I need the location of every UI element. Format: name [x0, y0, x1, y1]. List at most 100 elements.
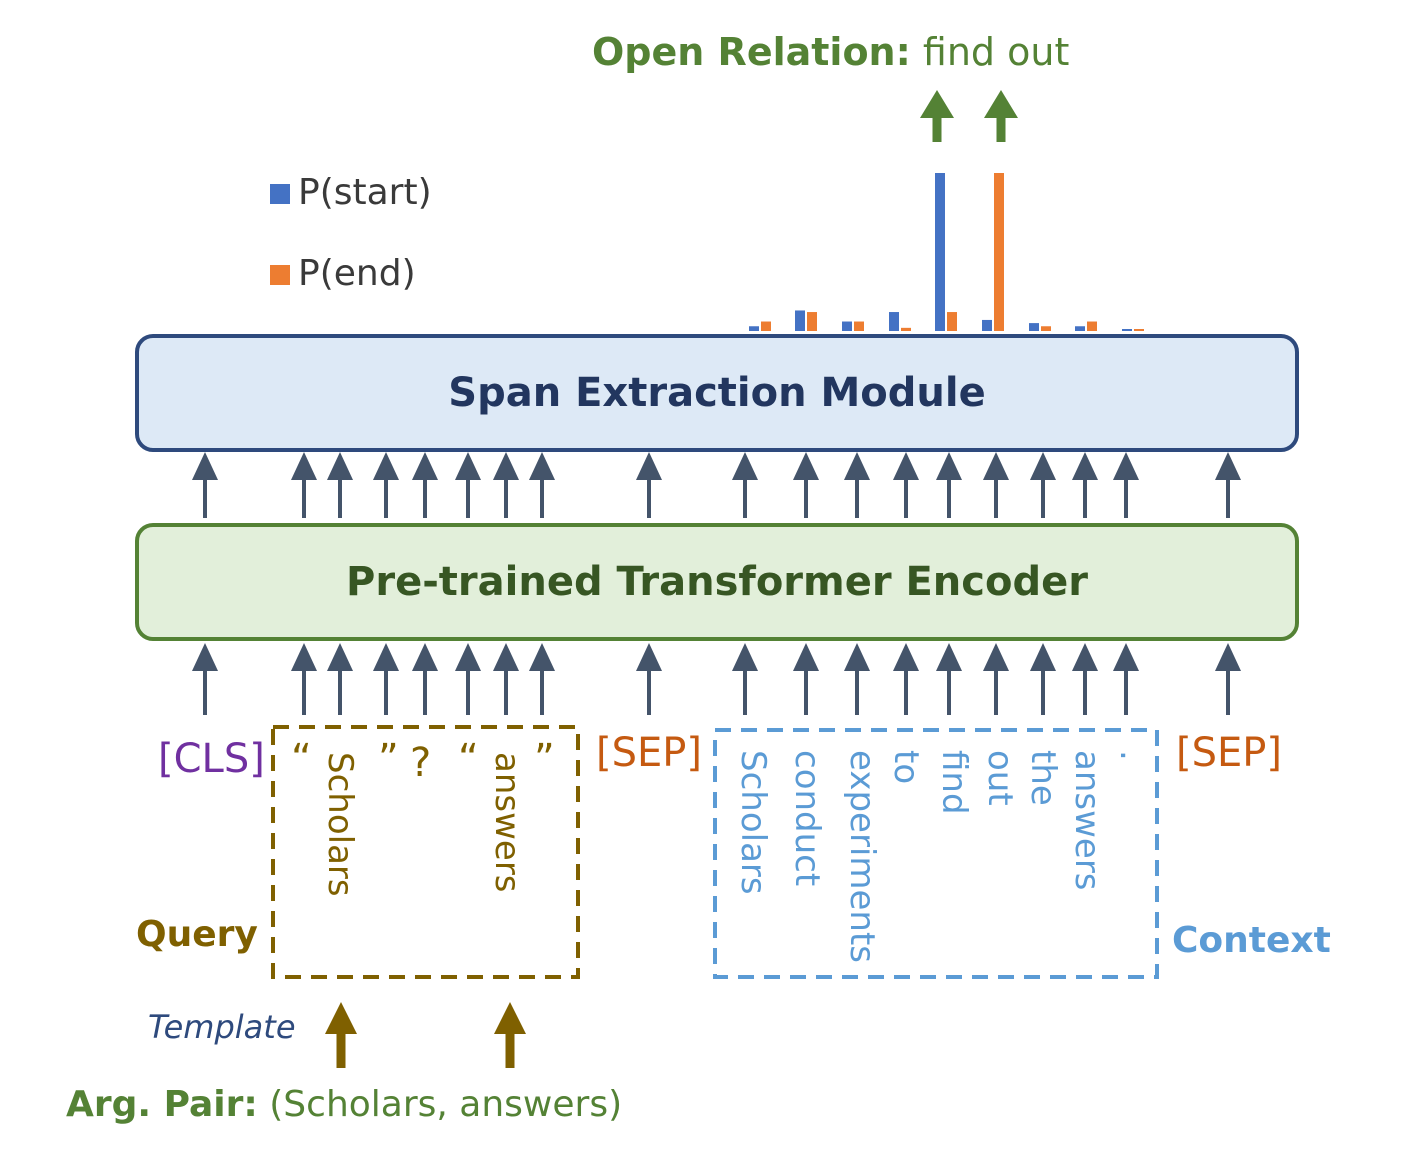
bar-end-3: [901, 327, 911, 331]
token-arrow-upper-10: [793, 452, 819, 518]
token-arrow-upper-18: [1215, 452, 1241, 518]
output-arrow-end: [984, 90, 1018, 142]
token-arrow-lower-0: [192, 643, 218, 715]
arg-pair-line: Arg. Pair: (Scholars, answers): [66, 1084, 622, 1125]
open-relation-label: Open Relation:: [592, 30, 911, 74]
context-token-to: to: [886, 750, 926, 785]
token-arrow-lower-3: [373, 643, 399, 715]
bar-start-6: [1029, 323, 1039, 331]
context-token-conduct: conduct: [787, 750, 827, 887]
context-label: Context: [1172, 920, 1331, 961]
token-arrow-lower-6: [493, 643, 519, 715]
query-question-mark: ?: [410, 740, 432, 786]
query-box: [271, 725, 580, 979]
legend-end-swatch: [270, 265, 290, 285]
token-arrow-lower-11: [844, 643, 870, 715]
bar-start-2: [842, 321, 852, 331]
token-arrow-upper-2: [327, 452, 353, 518]
template-arrow-answers: [494, 1002, 526, 1068]
bar-start-5: [982, 319, 992, 331]
token-arrow-upper-13: [936, 452, 962, 518]
token-arrow-lower-16: [1072, 643, 1098, 715]
token-arrow-lower-5: [455, 643, 481, 715]
token-arrow-lower-1: [291, 643, 317, 715]
context-token-scholars: Scholars: [733, 750, 773, 895]
query-open-quote-1: “: [291, 736, 312, 782]
bar-end-5: [994, 173, 1004, 331]
token-arrow-upper-12: [893, 452, 919, 518]
bar-end-2: [854, 321, 864, 331]
context-token-period: .: [1112, 750, 1152, 761]
bar-end-4: [947, 312, 957, 331]
token-arrow-lower-12: [893, 643, 919, 715]
bar-start-0: [749, 326, 759, 331]
span-extraction-module: Span Extraction Module: [135, 334, 1299, 452]
bar-start-1: [795, 310, 805, 331]
context-box: [713, 728, 1159, 979]
query-token-scholars: Scholars: [320, 752, 360, 897]
token-arrow-lower-15: [1030, 643, 1056, 715]
token-arrows: [192, 452, 1241, 715]
token-arrow-lower-10: [793, 643, 819, 715]
token-arrow-lower-18: [1215, 643, 1241, 715]
token-arrow-upper-7: [529, 452, 555, 518]
open-relation-title: Open Relation: find out: [592, 30, 1069, 74]
arg-pair-value: (Scholars, answers): [269, 1084, 623, 1125]
context-token-out: out: [980, 750, 1020, 806]
legend-end-label: P(end): [298, 253, 416, 294]
bar-start-8: [1122, 329, 1132, 331]
token-arrow-lower-2: [327, 643, 353, 715]
token-arrow-upper-6: [493, 452, 519, 518]
token-arrow-upper-11: [844, 452, 870, 518]
output-arrow-start: [920, 90, 954, 142]
bar-end-7: [1087, 321, 1097, 331]
open-relation-value: find out: [922, 30, 1070, 74]
bar-end-0: [761, 321, 771, 331]
token-arrow-upper-0: [192, 452, 218, 518]
token-arrow-upper-3: [373, 452, 399, 518]
token-arrow-upper-14: [983, 452, 1009, 518]
token-arrow-upper-9: [732, 452, 758, 518]
span-extraction-label: Span Extraction Module: [448, 370, 986, 416]
token-arrow-lower-7: [529, 643, 555, 715]
token-arrow-upper-8: [636, 452, 662, 518]
context-token-the: the: [1023, 750, 1063, 806]
context-token-find: find: [934, 750, 974, 815]
token-arrow-lower-8: [636, 643, 662, 715]
query-close-quote-2: ”: [534, 736, 555, 782]
transformer-encoder-module: Pre-trained Transformer Encoder: [135, 523, 1299, 641]
transformer-encoder-label: Pre-trained Transformer Encoder: [346, 559, 1088, 605]
query-open-quote-2: “: [458, 736, 479, 782]
context-token-experiments: experiments: [842, 750, 882, 963]
bar-start-7: [1075, 326, 1085, 331]
legend-start-swatch: [270, 184, 290, 204]
cls-token: [CLS]: [158, 736, 265, 782]
bar-end-8: [1134, 329, 1144, 331]
token-arrow-upper-1: [291, 452, 317, 518]
token-arrow-lower-4: [412, 643, 438, 715]
query-close-quote-1: ”: [378, 736, 399, 782]
bar-start-3: [889, 312, 899, 331]
token-arrow-lower-17: [1113, 643, 1139, 715]
token-arrow-upper-15: [1030, 452, 1056, 518]
token-arrow-upper-16: [1072, 452, 1098, 518]
template-label: Template: [148, 1008, 296, 1046]
token-arrow-upper-17: [1113, 452, 1139, 518]
bar-end-6: [1041, 326, 1051, 331]
query-token-answers: answers: [487, 752, 527, 893]
query-label: Query: [136, 914, 258, 955]
context-token-answers: answers: [1067, 750, 1107, 891]
token-arrow-upper-4: [412, 452, 438, 518]
token-arrow-lower-14: [983, 643, 1009, 715]
bar-start-4: [935, 173, 945, 331]
token-arrow-lower-9: [732, 643, 758, 715]
arg-pair-label: Arg. Pair:: [66, 1084, 258, 1125]
sep-token-1: [SEP]: [596, 730, 702, 776]
legend-start-label: P(start): [298, 172, 432, 213]
sep-token-2: [SEP]: [1176, 730, 1282, 776]
template-arrow-scholars: [325, 1002, 357, 1068]
token-arrow-upper-5: [455, 452, 481, 518]
probability-bars: [749, 173, 1144, 331]
token-arrow-lower-13: [936, 643, 962, 715]
